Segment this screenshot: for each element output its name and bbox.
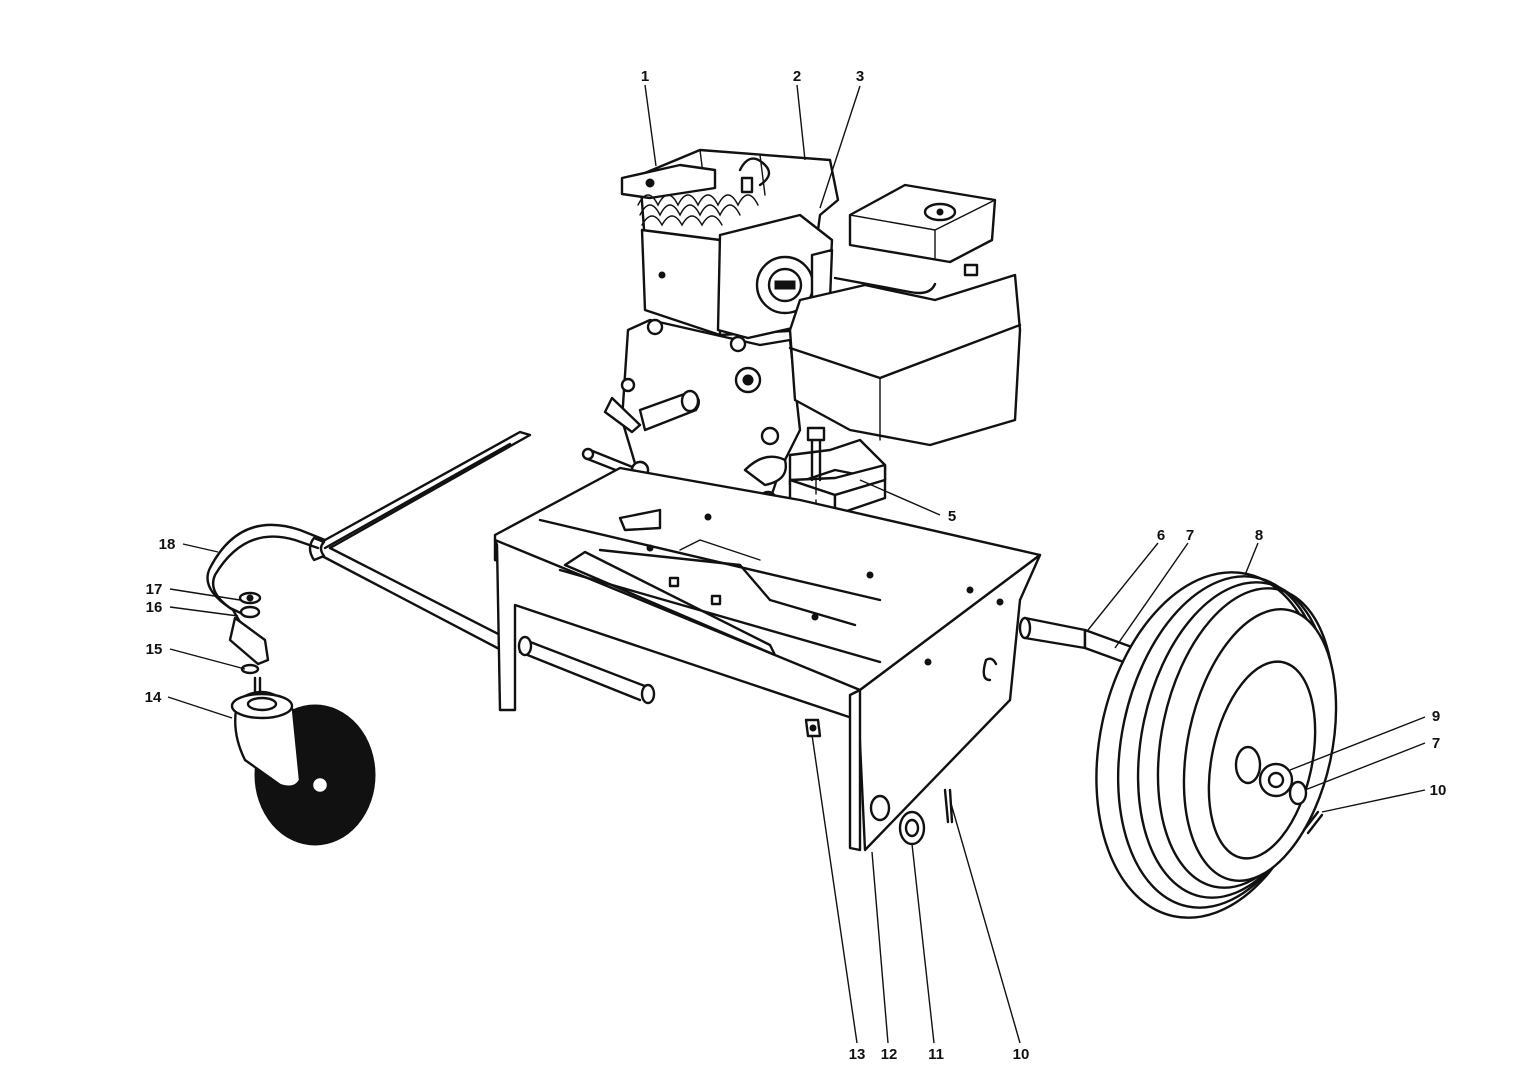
callout-2: 2	[793, 68, 801, 85]
callout-labels: 1 2 3 5 6 7 8 9 7 10 18 17 16 15 14 13 1…	[145, 68, 1447, 1063]
callout-9: 9	[1432, 708, 1440, 725]
callout-13: 13	[849, 1046, 866, 1063]
callout-10-right: 10	[1430, 782, 1447, 799]
callout-11: 11	[928, 1046, 944, 1063]
callout-6: 6	[1157, 527, 1165, 544]
callout-5: 5	[948, 508, 956, 525]
cylinder-fins	[637, 194, 759, 227]
callout-18: 18	[159, 536, 176, 553]
callout-14: 14	[145, 689, 162, 706]
caster-wheel	[206, 523, 376, 846]
callout-17: 17	[146, 581, 163, 598]
tank-body	[788, 273, 1022, 447]
leader-lines	[167, 84, 1426, 1044]
callout-7-lower: 7	[1432, 735, 1440, 752]
control-bracket	[620, 163, 717, 200]
mount-block	[788, 426, 887, 621]
callout-7-upper: 7	[1186, 527, 1194, 544]
rear-wheel	[1095, 571, 1338, 919]
callout-3: 3	[856, 68, 864, 85]
callout-12: 12	[881, 1046, 898, 1063]
callout-8: 8	[1255, 527, 1263, 544]
frame-deck	[493, 466, 1042, 852]
callout-16: 16	[146, 599, 163, 616]
callout-10-bottom: 10	[1013, 1046, 1030, 1063]
engine	[603, 148, 937, 522]
rear-axle	[517, 635, 656, 705]
hardware	[804, 718, 954, 846]
callout-15: 15	[146, 641, 163, 658]
callout-1: 1	[641, 68, 649, 85]
fuel-tank	[788, 183, 1022, 447]
